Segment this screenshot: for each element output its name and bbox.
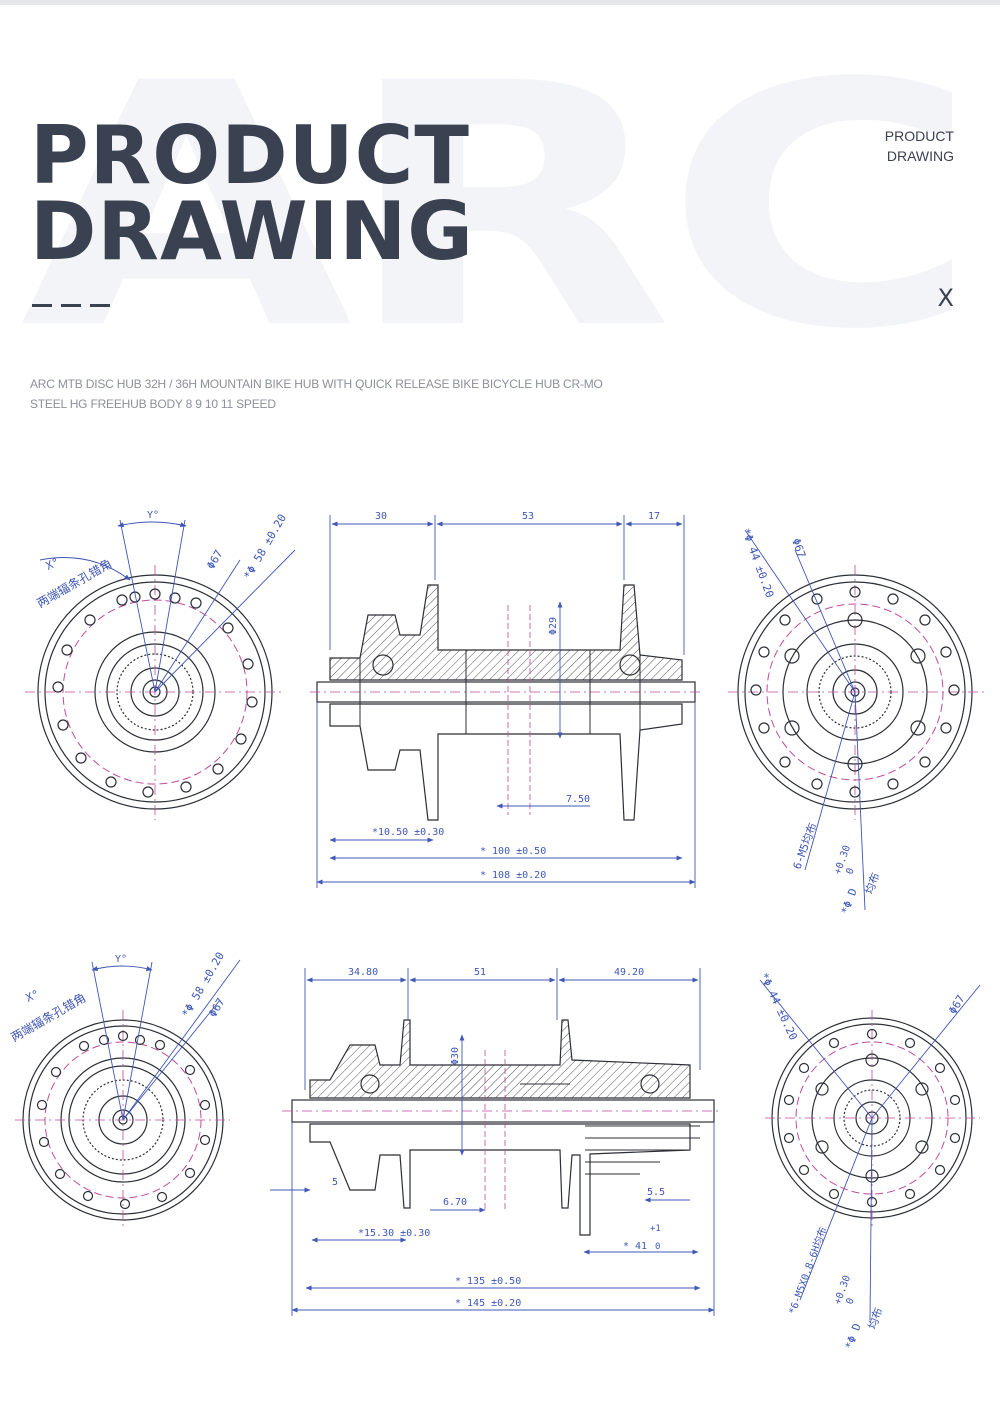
rear-left-angle-label: Y° — [115, 954, 127, 965]
rear-hub-drawing: Y° X° 两端辐条孔错角 *Φ 58 ±0.20 Φ67 — [8, 950, 981, 1351]
rear-dim-offset: 6.70 — [443, 1197, 467, 1208]
product-description: ARC MTB DISC HUB 32H / 36H MOUNTAIN BIKE… — [30, 377, 603, 411]
front-right-tolerance-lower: 0 — [844, 867, 856, 876]
close-icon[interactable]: X — [937, 284, 954, 312]
corner-label-line-1: PRODUCT — [884, 128, 954, 144]
rear-dim-body-tol-down: 0 — [655, 1242, 660, 1252]
rear-left-end-view — [15, 959, 241, 1230]
front-left-spoke-holes — [52, 588, 258, 798]
front-dim-flange: *10.50 ±0.30 — [372, 827, 444, 838]
rear-dim-center-diameter: Φ30 — [450, 1047, 461, 1065]
rear-right-hole-diameter: *Φ D — [843, 1322, 864, 1351]
front-right-even-note: 均布 — [863, 871, 883, 896]
front-dim-center-diameter: Φ29 — [548, 617, 559, 635]
rear-dim-left: 5 — [332, 1177, 338, 1188]
rear-dim-body: * 41 — [623, 1241, 647, 1252]
rear-dim-axle: * 145 ±0.20 — [455, 1298, 521, 1309]
rear-right-even-note: 均布 — [866, 1306, 886, 1331]
front-dim-axle: * 108 ±0.20 — [480, 870, 546, 881]
technical-drawing: Y° X° 两端辐条孔错角 Φ67 *Φ 58 ±0.20 — [8, 510, 985, 1351]
top-border — [0, 0, 1000, 5]
page-title-line-1: PRODUCT — [30, 109, 470, 202]
page-title: PRODUCT DRAWING — [30, 109, 474, 278]
front-right-pcd: *Φ 44 ±0.20 — [739, 527, 776, 600]
rear-dim-body-tol-up: +1 — [650, 1224, 661, 1234]
front-right-end-view — [728, 529, 985, 911]
rear-right-tolerance-lower: 0 — [844, 1297, 856, 1306]
rear-dim-top-1: 34.80 — [348, 967, 378, 978]
front-hub-drawing: Y° X° 两端辐条孔错角 Φ67 *Φ 58 ±0.20 — [25, 510, 985, 916]
title-dash-divider — [32, 304, 110, 307]
rear-dim-right: 5.5 — [647, 1187, 665, 1198]
front-left-angle-label: Y° — [147, 510, 159, 521]
rear-right-bolts: *6-M5X0.8-6H均布 — [787, 1225, 830, 1316]
rear-right-outer-diameter: Φ67 — [946, 993, 967, 1017]
rear-left-outer-diameter: Φ67 — [206, 996, 227, 1020]
rear-left-side-angle-label: X° — [24, 987, 42, 1004]
front-left-outer-diameter: Φ67 — [204, 548, 225, 572]
front-dim-olw: * 100 ±0.50 — [480, 846, 546, 857]
rear-dim-flange: *15.30 ±0.30 — [358, 1228, 430, 1239]
front-right-outer-diameter: Φ67 — [789, 537, 808, 560]
corner-label-line-2: DRAWING — [886, 148, 954, 164]
front-dim-top-3: 17 — [648, 511, 660, 522]
front-right-bolts: 6-M5均布 — [791, 821, 820, 871]
front-side-view: 30 53 17 Φ29 7.50 *10.50 ±0.30 * 100 ±0.… — [310, 511, 702, 888]
rear-dim-top-3: 49.20 — [614, 967, 644, 978]
front-dim-top-1: 30 — [375, 511, 387, 522]
front-dim-top-2: 53 — [522, 511, 534, 522]
rear-dim-top-2: 51 — [474, 967, 486, 978]
front-right-hole-diameter: *Φ D — [839, 887, 860, 916]
rear-side-view: 34.80 51 49.20 Φ30 5 6.70 5.5 *15.30 ±0.… — [270, 967, 722, 1316]
rear-left-note: 两端辐条孔错角 — [8, 990, 88, 1045]
rear-dim-olw: * 135 ±0.50 — [455, 1276, 521, 1287]
brand-watermark: ARC — [20, 12, 979, 403]
page-title-line-2: DRAWING — [30, 185, 474, 278]
front-left-pcd: *Φ 58 ±0.20 — [241, 512, 289, 582]
corner-section-label: PRODUCT DRAWING — [834, 126, 954, 166]
rear-right-end-view — [759, 979, 981, 1321]
rear-right-pcd: *Φ 44 ±0.20 — [757, 971, 800, 1043]
front-dim-offset: 7.50 — [566, 794, 590, 805]
front-left-end-view — [25, 519, 296, 820]
front-left-side-angle-label: X° — [44, 555, 62, 572]
